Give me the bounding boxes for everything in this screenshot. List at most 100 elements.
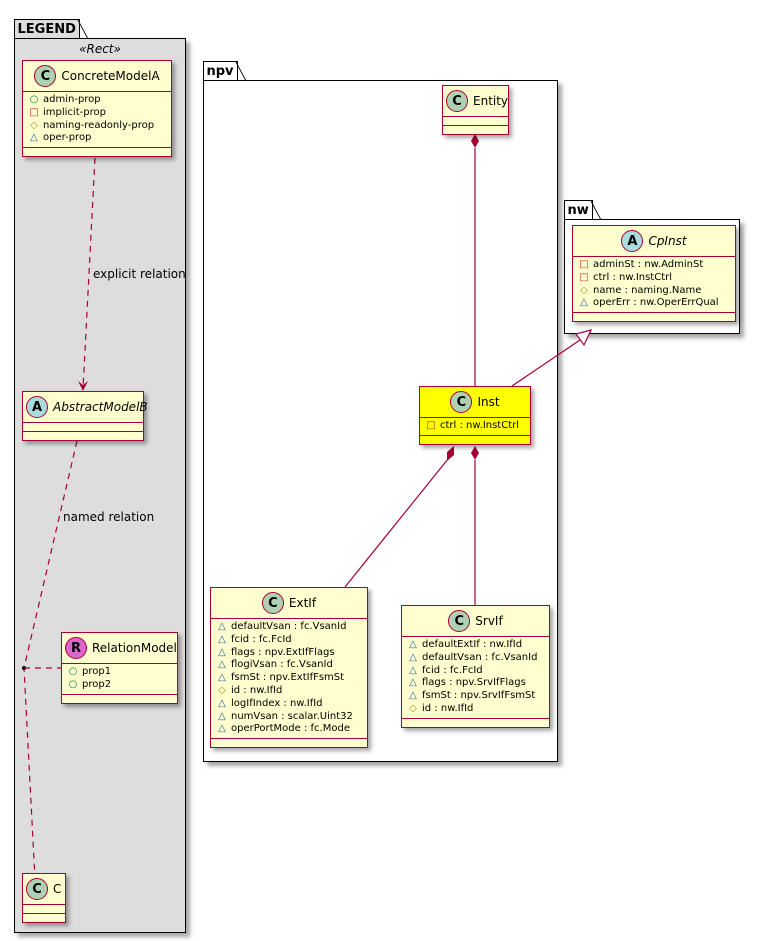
package-private-icon: △ bbox=[218, 633, 226, 645]
class-srvif[interactable]: C SrvIf △defaultExtIf : nw.IfId △default… bbox=[401, 605, 550, 728]
package-private-icon: △ bbox=[218, 697, 226, 709]
class-cpinst[interactable]: A CpInst □adminSt : nw.AdminSt □ctrl : n… bbox=[572, 225, 736, 323]
private-icon: □ bbox=[579, 271, 589, 283]
attribute: △numVsan : scalar.Uint32 bbox=[218, 710, 353, 722]
package-private-icon: △ bbox=[580, 297, 588, 309]
attribute-list: △defaultVsan : fc.VsanId △fcid : fc.FcId… bbox=[211, 619, 367, 738]
attribute: △flags : npv.SrvIfFlags bbox=[409, 677, 526, 689]
attribute: □ctrl : nw.InstCtrl bbox=[579, 271, 673, 283]
class-name: CpInst bbox=[648, 234, 687, 248]
package-npv-tab: npv bbox=[202, 61, 238, 80]
class-icon: C bbox=[450, 391, 473, 413]
attribute: ○prop2 bbox=[68, 678, 112, 690]
private-icon: □ bbox=[29, 106, 39, 118]
class-icon: C bbox=[26, 878, 48, 900]
attribute: △defaultVsan : fc.VsanId bbox=[218, 621, 347, 632]
package-private-icon: △ bbox=[218, 646, 226, 658]
class-name: RelationModel bbox=[92, 641, 177, 655]
protected-icon: ◇ bbox=[580, 284, 588, 296]
attribute-list: ○admin-prop □implicit-prop ◇naming-reado… bbox=[23, 92, 171, 147]
package-private-icon: △ bbox=[218, 659, 226, 671]
class-name: Inst bbox=[477, 395, 500, 409]
class-concrete-model-a[interactable]: C ConcreteModelA ○admin-prop □implicit-p… bbox=[22, 60, 172, 158]
class-extif[interactable]: C ExtIf △defaultVsan : fc.VsanId △fcid :… bbox=[210, 587, 368, 749]
attribute: △operPortMode : fc.Mode bbox=[218, 723, 350, 735]
attribute-list: □ctrl : nw.InstCtrl bbox=[420, 418, 530, 435]
inst-srvif-diamond bbox=[471, 446, 479, 460]
attribute: ◇id : nw.IfId bbox=[409, 702, 474, 714]
public-icon: ○ bbox=[29, 94, 39, 105]
attribute: ○admin-prop bbox=[29, 94, 101, 105]
attribute: □adminSt : nw.AdminSt bbox=[579, 259, 704, 270]
attribute: □ctrl : nw.InstCtrl bbox=[426, 420, 520, 431]
explicit-relation-label: explicit relation bbox=[93, 267, 186, 281]
attribute: △operErr : nw.OperErrQual bbox=[580, 297, 719, 309]
package-legend-name: LEGEND bbox=[17, 22, 76, 37]
attribute: △oper-prop bbox=[30, 132, 92, 144]
attribute: △flags : npv.ExtIfFlags bbox=[218, 646, 335, 658]
package-private-icon: △ bbox=[409, 690, 417, 702]
explicit-relation-line bbox=[82, 157, 96, 390]
package-legend-tab: LEGEND bbox=[13, 19, 80, 38]
named-relation-label: named relation bbox=[63, 510, 155, 524]
class-icon: C bbox=[446, 90, 468, 112]
package-private-icon: △ bbox=[409, 677, 417, 689]
attribute: △fcid : fc.FcId bbox=[409, 664, 483, 676]
protected-icon: ◇ bbox=[218, 684, 226, 696]
attribute: ◇name : naming.Name bbox=[580, 284, 702, 296]
generalization-triangle bbox=[575, 329, 593, 347]
attribute: ◇id : nw.IfId bbox=[218, 684, 283, 696]
package-private-icon: △ bbox=[409, 651, 417, 663]
relation-icon: R bbox=[65, 637, 87, 659]
attribute: △defaultExtIf : nw.IfId bbox=[409, 639, 523, 650]
protected-icon: ◇ bbox=[409, 702, 417, 714]
class-icon: C bbox=[34, 65, 57, 87]
class-name: C bbox=[53, 882, 62, 896]
class-abstract-model-b[interactable]: A AbstractModelB bbox=[22, 391, 148, 441]
package-legend: LEGEND «Rect» bbox=[13, 19, 186, 933]
class-name: Entity bbox=[473, 94, 509, 108]
attribute-list: △defaultExtIf : nw.IfId △defaultVsan : f… bbox=[402, 637, 549, 718]
package-private-icon: △ bbox=[409, 639, 417, 650]
public-icon: ○ bbox=[68, 666, 78, 677]
private-icon: □ bbox=[426, 420, 436, 431]
package-private-icon: △ bbox=[218, 710, 226, 722]
package-private-icon: △ bbox=[409, 664, 417, 676]
class-c[interactable]: C C bbox=[22, 873, 66, 923]
private-icon: □ bbox=[579, 259, 589, 270]
class-relation-model[interactable]: R RelationModel ○prop1 ○prop2 bbox=[61, 632, 178, 704]
attribute: □implicit-prop bbox=[29, 106, 106, 118]
public-icon: ○ bbox=[68, 678, 78, 690]
package-nw-tab: nw bbox=[563, 200, 593, 219]
inst-cpinst-generalization-line bbox=[511, 339, 581, 387]
class-icon: C bbox=[261, 592, 284, 614]
class-name: ConcreteModelA bbox=[61, 69, 160, 83]
entity-composition-diamond bbox=[471, 134, 479, 148]
package-private-icon: △ bbox=[30, 132, 38, 144]
package-nw-name: nw bbox=[567, 203, 589, 218]
attribute: ○prop1 bbox=[68, 666, 112, 677]
attribute-list: ○prop1 ○prop2 bbox=[62, 664, 177, 694]
abstract-icon: A bbox=[26, 396, 48, 418]
class-inst[interactable]: C Inst □ctrl : nw.InstCtrl bbox=[419, 386, 531, 445]
abstract-icon: A bbox=[621, 230, 644, 252]
attribute: ◇naming-readonly-prop bbox=[30, 119, 155, 131]
attribute: △flogiVsan : fc.VsanId bbox=[218, 659, 333, 671]
class-icon: C bbox=[448, 610, 471, 632]
attribute-list: □adminSt : nw.AdminSt □ctrl : nw.InstCtr… bbox=[573, 257, 735, 312]
class-name: SrvIf bbox=[475, 614, 503, 628]
legend-stereotype: «Rect» bbox=[79, 42, 121, 56]
inst-extif-composition-line bbox=[344, 458, 449, 588]
protected-icon: ◇ bbox=[30, 119, 38, 131]
attribute: △fcid : fc.FcId bbox=[218, 633, 292, 645]
class-entity[interactable]: C Entity bbox=[442, 85, 509, 135]
explicit-relation-arrowhead bbox=[78, 381, 88, 391]
package-private-icon: △ bbox=[218, 621, 226, 632]
class-name: AbstractModelB bbox=[53, 400, 148, 414]
attribute: △fsmSt : npv.SrvIfFsmSt bbox=[409, 690, 536, 702]
attribute: △logIfIndex : nw.IfId bbox=[218, 697, 323, 709]
package-private-icon: △ bbox=[218, 723, 226, 735]
package-private-icon: △ bbox=[218, 672, 226, 684]
attribute: △fsmSt : npv.ExtIfFsmSt bbox=[218, 672, 345, 684]
